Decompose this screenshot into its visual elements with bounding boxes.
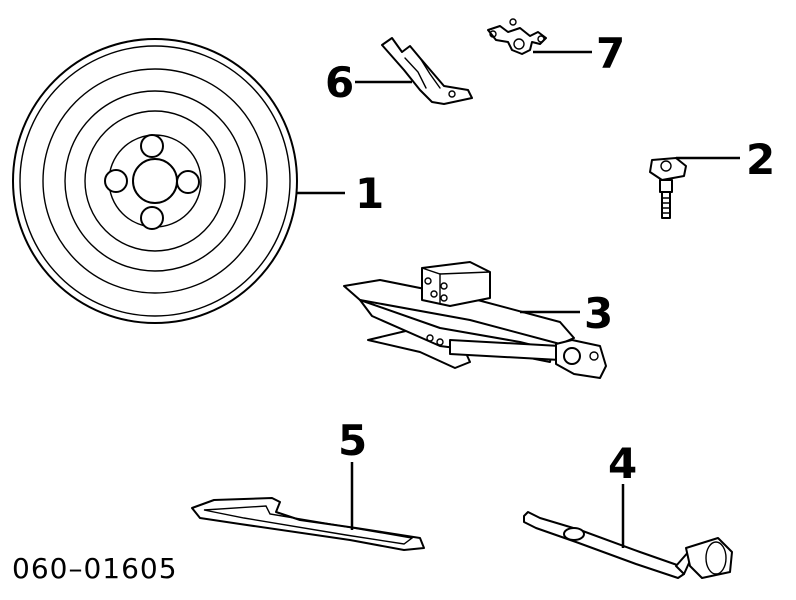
document-number: 060–01605 xyxy=(12,552,178,585)
jack-handle xyxy=(523,511,733,579)
callout-6: 6 xyxy=(325,58,354,107)
spare-tire xyxy=(12,38,298,324)
scissor-jack xyxy=(343,261,607,379)
bracket xyxy=(381,37,473,105)
callout-3: 3 xyxy=(584,289,613,338)
callout-1: 1 xyxy=(355,169,384,218)
lug-wrench xyxy=(191,497,425,551)
callout-5: 5 xyxy=(338,416,367,465)
bolt xyxy=(649,157,687,219)
wing-nut xyxy=(487,18,547,55)
callout-2: 2 xyxy=(746,135,775,184)
callout-7: 7 xyxy=(596,29,625,78)
callout-4: 4 xyxy=(608,439,637,488)
